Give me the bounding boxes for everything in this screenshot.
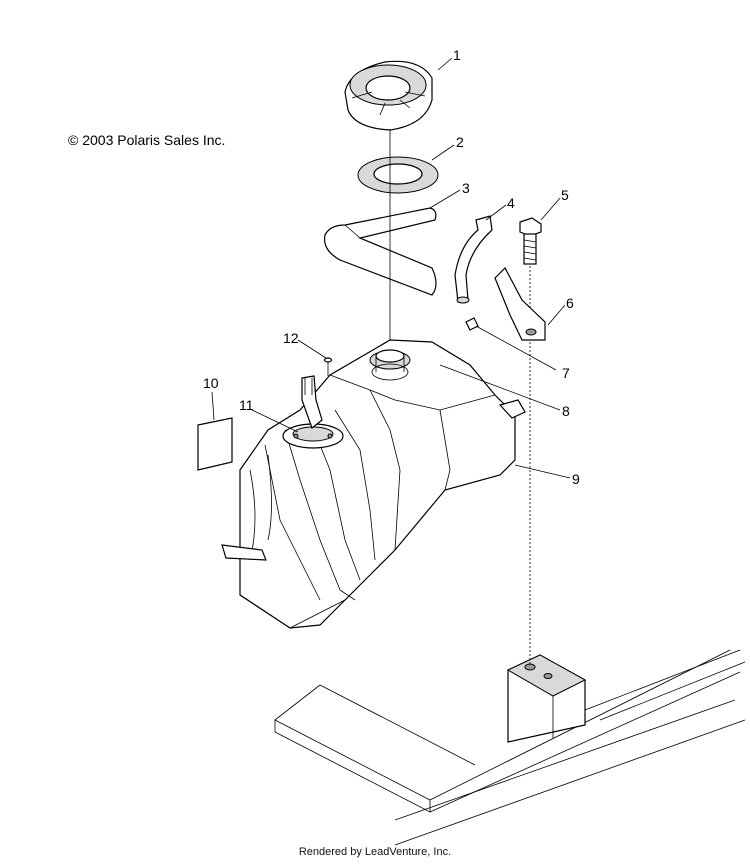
frame-mount-bracket xyxy=(506,654,587,743)
fuel-tank xyxy=(221,339,526,629)
callout-12: 12 xyxy=(283,330,299,346)
callout-8: 8 xyxy=(562,403,570,419)
callout-1: 1 xyxy=(453,47,461,63)
copyright-text: © 2003 Polaris Sales Inc. xyxy=(68,132,226,148)
callout-10: 10 xyxy=(203,375,219,391)
callout-6: 6 xyxy=(566,295,574,311)
vent-hose xyxy=(454,215,493,304)
callout-5: 5 xyxy=(561,187,569,203)
fuel-sender xyxy=(282,375,344,449)
callout-7: 7 xyxy=(562,365,570,381)
callout-3: 3 xyxy=(462,180,470,196)
cap-gasket xyxy=(357,156,439,194)
tank-bracket xyxy=(494,267,546,341)
hose-clip xyxy=(465,317,479,331)
callout-labels: 1 2 3 4 5 6 7 8 9 10 11 12 xyxy=(203,47,580,487)
tank-pad xyxy=(323,207,437,296)
bolt xyxy=(519,217,542,265)
frame-rails xyxy=(274,649,746,846)
callout-11: 11 xyxy=(239,397,254,413)
callout-4: 4 xyxy=(507,195,515,211)
warning-decal xyxy=(197,417,233,471)
fuel-cap xyxy=(344,60,433,131)
sender-screw xyxy=(323,357,333,376)
leader-lines xyxy=(211,57,571,479)
callout-9: 9 xyxy=(572,471,580,487)
footer-credit: Rendered by LeadVenture, Inc. xyxy=(298,846,452,858)
callout-2: 2 xyxy=(456,134,464,150)
